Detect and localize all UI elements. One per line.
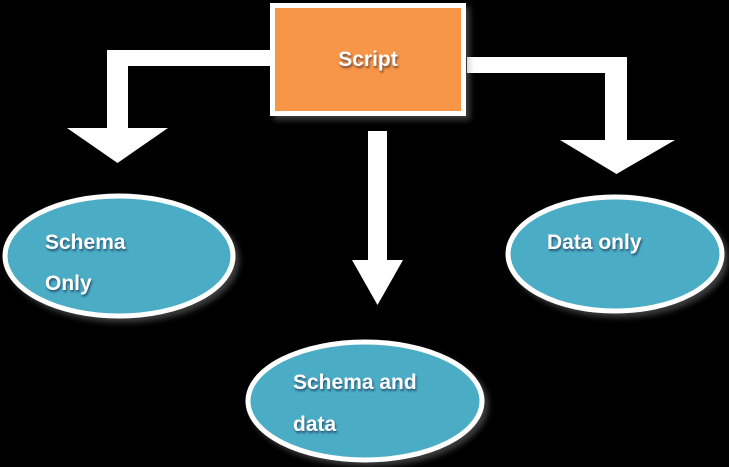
script-node-shape <box>270 3 466 116</box>
bent-arrow-left-icon <box>67 50 270 163</box>
down-arrow-icon <box>352 131 403 305</box>
bent-arrow-right-icon <box>467 57 675 174</box>
schema-only-node-shape <box>2 193 236 319</box>
schema-and-data-node-shape <box>245 339 485 463</box>
data-only-node-shape <box>505 194 725 314</box>
